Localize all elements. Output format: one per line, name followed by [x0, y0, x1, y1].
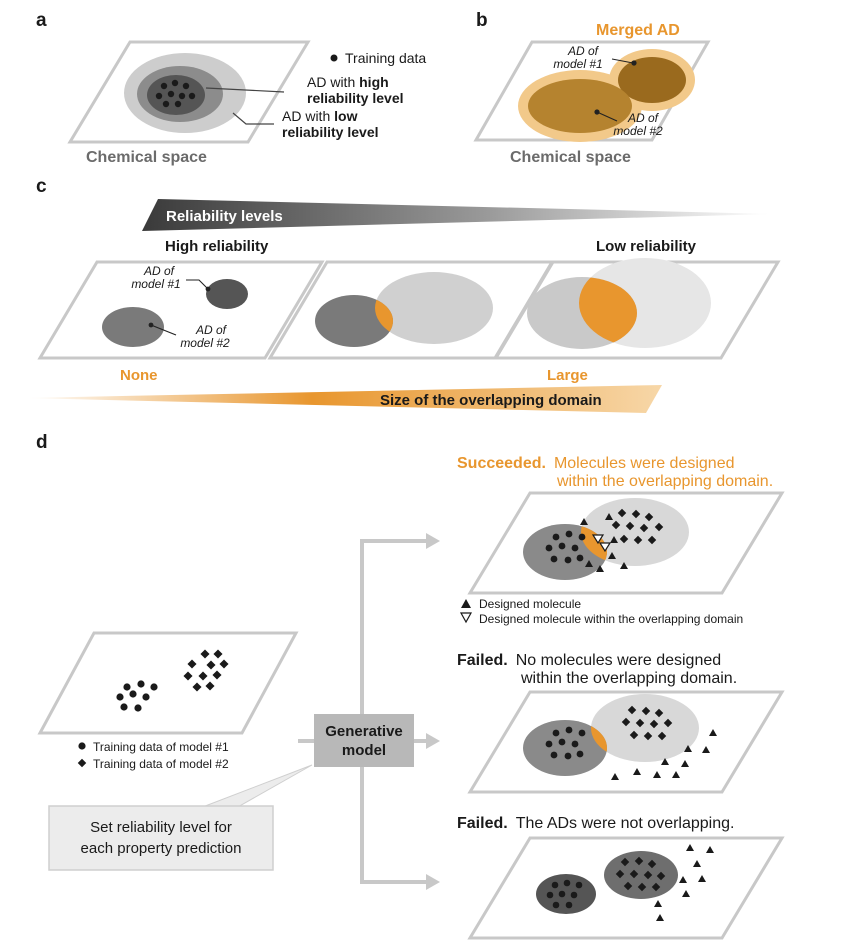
fail1-ad1: [591, 694, 699, 762]
merged-ad-title: Merged AD: [596, 22, 680, 39]
c-ad2-label-line2: model #2: [180, 336, 230, 350]
legend-designed-icon: [461, 599, 471, 608]
reliability-setting-box: [48, 805, 274, 871]
leader-low: [232, 112, 274, 125]
legend-designed-overlap: Designed molecule within the overlapping…: [479, 612, 743, 626]
c-ad1-label-line2: model #1: [131, 277, 180, 291]
ad-high-label-line1: AD with high: [307, 74, 389, 90]
reliability-levels-banner: [142, 199, 772, 231]
ad1-leader-dot: [631, 60, 637, 66]
c1-ad2-leader-dot: [148, 322, 154, 328]
b-ad1-label-line1: AD of: [567, 44, 600, 58]
fail1-designed-molecules: [611, 729, 717, 780]
panel-b: b Merged AD AD of model #1 AD of model #…: [473, 10, 711, 166]
b-ad2-label-line1: AD of: [627, 111, 660, 125]
fail2-line1: Failed.The ADs were not overlapping.: [457, 815, 734, 832]
panel-a-training-dots: [155, 79, 196, 108]
legend-designed: Designed molecule: [479, 597, 581, 611]
ad2-leader-dot: [594, 109, 600, 115]
success-designed-molecules: [580, 513, 628, 572]
generative-model-line2: model: [342, 742, 386, 759]
ad-low-label-line1: AD with low: [282, 108, 358, 124]
c1-ad1: [206, 279, 248, 309]
c1-ad2-leader: [150, 324, 177, 336]
legend-designed-overlap-icon: [459, 612, 473, 624]
success-line1: Succeeded.Molecules were designed: [457, 455, 734, 472]
panel-a-chemical-space: Chemical space: [86, 149, 207, 166]
training-data-legend: Training data: [345, 50, 426, 66]
c-ad2-label-line1: AD of: [195, 323, 228, 337]
panel-c: c Reliability levels High reliability Lo…: [26, 176, 781, 413]
reliability-setting-line2: each property prediction: [81, 840, 242, 857]
fail1-ad2: [523, 720, 607, 776]
generative-model-box: [314, 714, 414, 767]
b-ad2-label-line2: model #2: [613, 124, 663, 138]
c3-overlap: [579, 277, 637, 348]
c1-ad2: [102, 307, 164, 347]
fail1-training-dots: [545, 726, 586, 760]
panel-d: d Training data of model #1 Training dat…: [36, 432, 785, 940]
success-designed-in-overlap: [591, 534, 612, 553]
fail1-line1: Failed.No molecules were designed: [457, 652, 721, 669]
none-label: None: [120, 367, 158, 384]
reliability-setting-line1: Set reliability level for: [90, 819, 232, 836]
panel-b-letter: b: [476, 10, 488, 31]
legend-model1: Training data of model #1: [93, 740, 229, 754]
ad-low-label-line2: reliability level: [282, 124, 379, 140]
fail2-designed-molecules: [654, 844, 714, 921]
panel-d-letter: d: [36, 432, 48, 453]
fail2-ad1: [604, 851, 678, 899]
low-reliability-label: Low reliability: [596, 238, 697, 255]
d-training-dots-model1: [116, 680, 158, 712]
legend-model1-dot: [78, 742, 86, 750]
c2-ad1: [375, 272, 493, 344]
ad2-leader: [596, 111, 618, 122]
ad-high-label-line2: reliability level: [307, 90, 404, 106]
large-label: Large: [547, 367, 588, 384]
generative-model-line1: Generative: [325, 723, 403, 740]
fail2-training-dots: [546, 879, 583, 909]
success-line2: within the overlapping domain.: [556, 473, 773, 490]
training-data-legend-dot: [330, 54, 338, 62]
fail1-line2: within the overlapping domain.: [520, 670, 737, 687]
arrow-tree: [298, 533, 440, 890]
d-training-plane: [37, 631, 299, 735]
b-ad1-label-line2: model #1: [553, 57, 602, 71]
c1-ad1-leader-dot: [205, 286, 211, 292]
legend-model2-diamond: [77, 758, 87, 768]
c1-ad1-leader: [186, 279, 208, 289]
ad1-leader: [611, 58, 634, 64]
c-ad1-label-line1: AD of: [143, 264, 176, 278]
ad2-ellipse: [528, 79, 632, 133]
leader-high: [205, 87, 285, 93]
success-overlap: [581, 524, 607, 566]
high-reliability-label: High reliability: [165, 238, 269, 255]
c2-ad2: [315, 295, 393, 347]
panel-a-letter: a: [36, 10, 47, 31]
panel-c-letter: c: [36, 176, 47, 197]
panel-b-chemical-space: Chemical space: [510, 149, 631, 166]
callout-tail: [199, 764, 313, 809]
reliability-levels-text: Reliability levels: [166, 208, 283, 225]
overlap-size-banner: [26, 385, 662, 413]
success-training-dots: [545, 530, 586, 564]
panel-a: a Training data AD with high reliability…: [36, 10, 426, 166]
ad1-ellipse: [618, 57, 686, 103]
legend-model2: Training data of model #2: [93, 757, 229, 771]
overlap-size-text: Size of the overlapping domain: [380, 392, 602, 409]
